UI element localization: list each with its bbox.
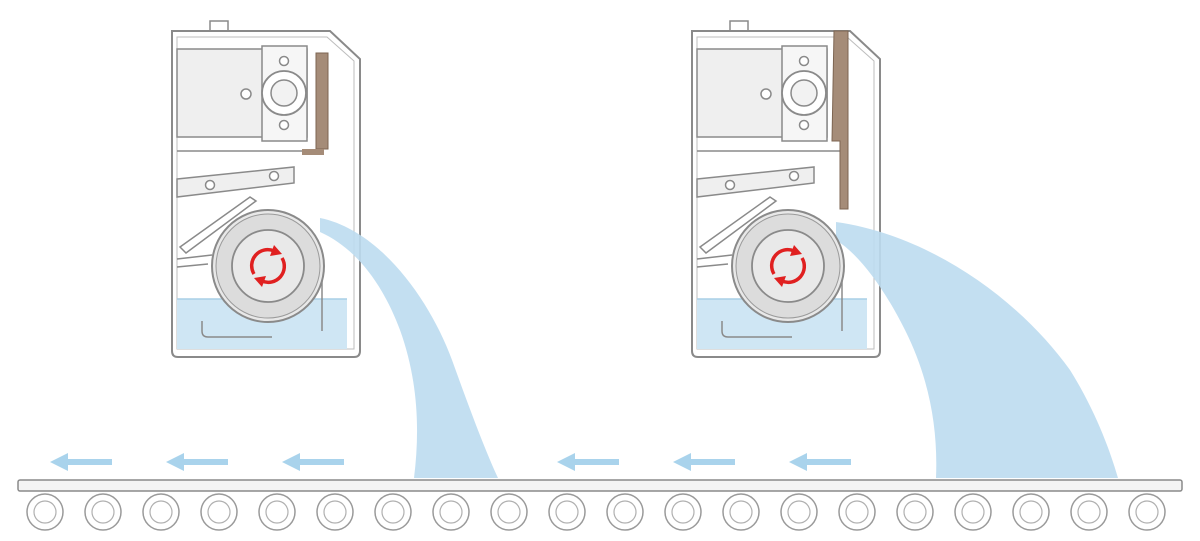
conveyor-roller <box>1012 493 1050 531</box>
conveyor-belt <box>17 479 1183 492</box>
conveyor-direction-arrow-icon <box>282 453 344 471</box>
conveyor-roller <box>664 493 702 531</box>
conveyor-roller <box>374 493 412 531</box>
conveyor-roller <box>838 493 876 531</box>
conveyor-roller <box>1128 493 1166 531</box>
conveyor-roller <box>432 493 470 531</box>
conveyor-roller <box>548 493 586 531</box>
conveyor-direction-arrow-icon <box>673 453 735 471</box>
conveyor-roller <box>606 493 644 531</box>
conveyor-roller <box>316 493 354 531</box>
roller-right <box>731 209 845 323</box>
coating-machine-right <box>691 20 881 358</box>
spray-stream-left <box>320 218 498 478</box>
conveyor-roller <box>200 493 238 531</box>
conveyor-roller <box>142 493 180 531</box>
conveyor-direction-arrow-icon <box>789 453 851 471</box>
spray-stream-right <box>836 222 1118 478</box>
conveyor-roller <box>490 493 528 531</box>
conveyor-roller <box>84 493 122 531</box>
conveyor-roller <box>722 493 760 531</box>
conveyor <box>17 479 1183 531</box>
conveyor-direction-arrow-icon <box>557 453 619 471</box>
conveyor-roller <box>1070 493 1108 531</box>
conveyor-roller <box>780 493 818 531</box>
conveyor-rollers <box>26 493 1166 531</box>
roller-left <box>211 209 325 323</box>
conveyor-roller <box>26 493 64 531</box>
conveyor-roller <box>896 493 934 531</box>
conveyor-roller <box>258 493 296 531</box>
conveyor-direction-arrow-icon <box>50 453 112 471</box>
conveyor-roller <box>954 493 992 531</box>
coating-machine-left <box>171 20 361 358</box>
conveyor-direction-arrow-icon <box>166 453 228 471</box>
